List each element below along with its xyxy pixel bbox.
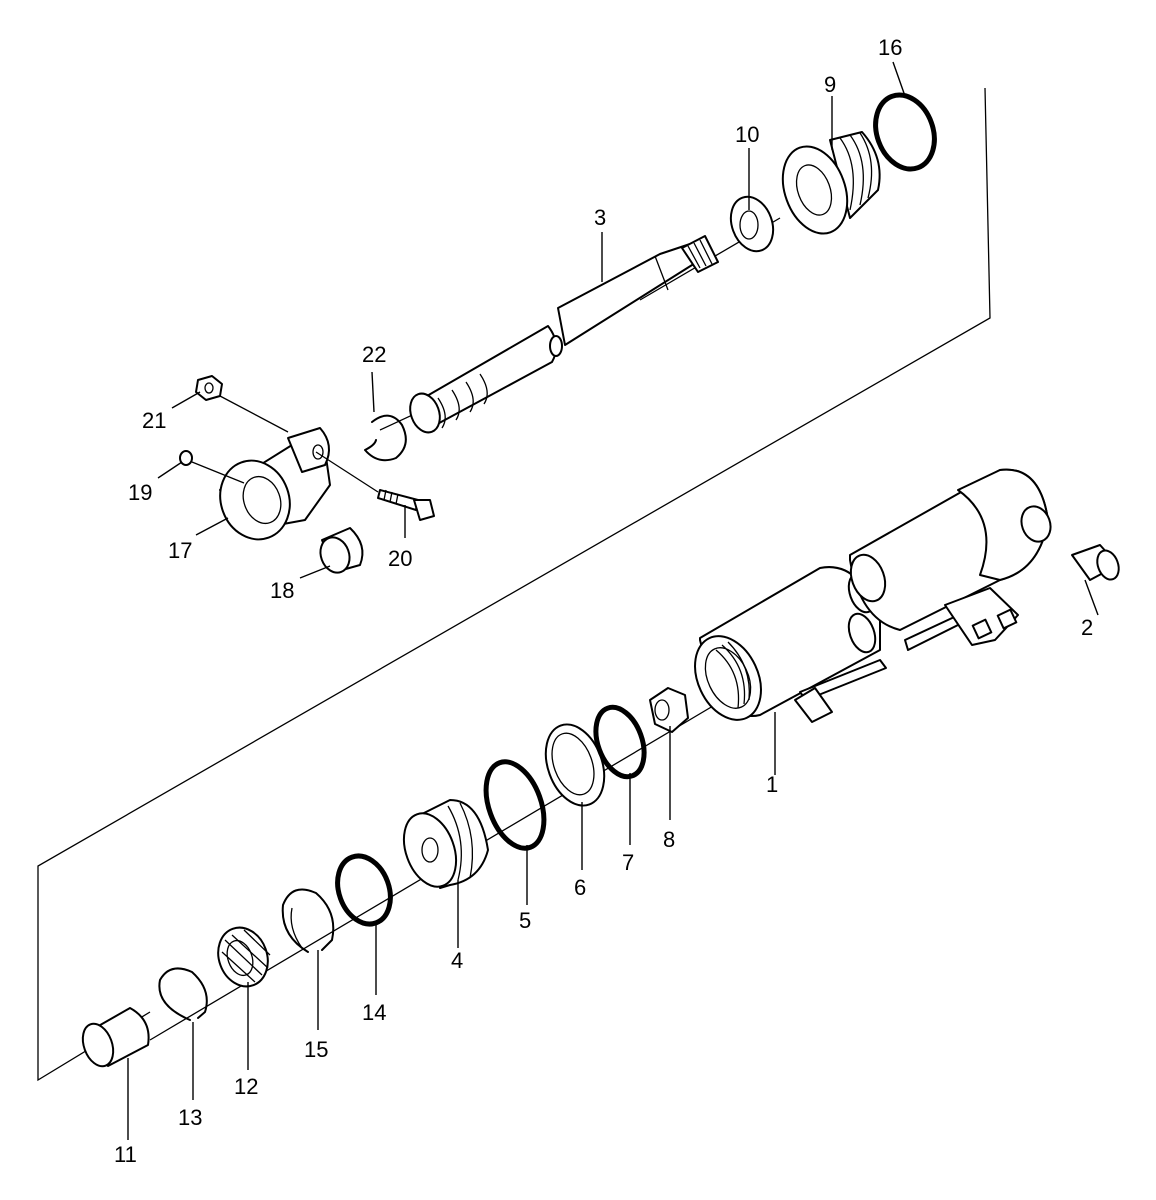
callout-8: 8 (663, 827, 675, 852)
assembly-frame (37, 87, 991, 1082)
part-4-piston (402, 799, 489, 889)
part-19-grease-nipple (179, 450, 245, 484)
callout-11: 11 (114, 1142, 137, 1167)
part-5-o-ring (483, 759, 547, 851)
part-10-wiper-seal (729, 195, 775, 253)
part-9-gland (781, 131, 881, 235)
part-20-bolt (315, 451, 435, 521)
callout-9: 9 (824, 72, 836, 97)
part-6-backup-ring (544, 723, 606, 807)
callout-7: 7 (622, 850, 634, 875)
part-15-backup-ring (281, 888, 335, 953)
callout-19: 19 (128, 480, 152, 505)
part-11-bushing (81, 1007, 150, 1068)
part-1-cylinder-housing (849, 468, 1052, 651)
part-21-nut (195, 375, 289, 433)
part-14-o-ring (335, 853, 393, 927)
callout-6: 6 (574, 875, 586, 900)
part-16-o-ring (873, 92, 937, 172)
part-22-circlip (364, 414, 407, 462)
leader-lines (127, 61, 1099, 1140)
callout-5: 5 (519, 908, 531, 933)
part-8-nut (649, 687, 689, 733)
callout-15: 15 (304, 1037, 328, 1062)
callout-12: 12 (234, 1074, 258, 1099)
part-18-bearing (319, 527, 364, 574)
part-17-rod-end (219, 427, 331, 541)
part-1-cylinder-barrel (694, 566, 887, 723)
callout-14: 14 (362, 1000, 386, 1025)
callout-3: 3 (594, 205, 606, 230)
callout-labels: 1 2 3 4 5 6 7 8 9 10 11 12 13 14 15 16 1… (114, 35, 1093, 1167)
callout-21: 21 (142, 408, 166, 433)
callout-18: 18 (270, 578, 294, 603)
part-2-pin (1071, 544, 1120, 581)
part-12-guide-ring (217, 926, 271, 988)
callout-17: 17 (168, 538, 192, 563)
callout-20: 20 (388, 546, 412, 571)
callout-13: 13 (178, 1105, 202, 1130)
part-3-piston-rod (409, 235, 719, 434)
callout-10: 10 (735, 122, 759, 147)
part-13-snap-ring (158, 967, 208, 1021)
callout-16: 16 (878, 35, 902, 60)
callout-4: 4 (451, 948, 463, 973)
callout-2: 2 (1081, 615, 1093, 640)
part-7-o-ring (593, 704, 647, 780)
callout-1: 1 (766, 772, 778, 797)
callout-22: 22 (362, 342, 386, 367)
